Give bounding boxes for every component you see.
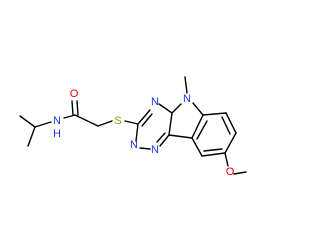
bond-c6-to-c7 bbox=[225, 112, 237, 134]
bond-n5-to-methyl bbox=[184, 76, 188, 94]
atom-label-n-triazine-bottom: N bbox=[151, 144, 159, 156]
bond-c3-to-n4 bbox=[137, 109, 151, 125]
bond-c5a-to-c9a bbox=[191, 114, 204, 139]
bond-c4a-to-c9b bbox=[168, 112, 173, 136]
bond-isopropyl-to-nitrogen bbox=[34, 121, 52, 128]
bond-c3-to-n4-double bbox=[141, 113, 153, 127]
bond-sulfur-to-triazine bbox=[124, 120, 139, 125]
bonds bbox=[19, 76, 247, 175]
bond-carbonyl-to-methylene bbox=[74, 114, 99, 127]
atom-label-o-carbonyl: O bbox=[70, 88, 79, 100]
bond-c8-to-c9 bbox=[201, 152, 226, 157]
bond-c9-to-c9a bbox=[191, 137, 203, 157]
bond-carbonyl-double-1 bbox=[71, 100, 74, 116]
bond-isopropyl-methyl-bottom bbox=[27, 126, 36, 147]
bond-c6-to-c7-double bbox=[221, 116, 231, 135]
atom-label-n-amide: N bbox=[53, 115, 61, 127]
bond-n1-to-n2 bbox=[139, 147, 151, 150]
bond-c8-to-c9-double bbox=[203, 148, 223, 152]
bond-n4-to-c4a bbox=[158, 103, 173, 114]
atom-label-n-triazine-left: N bbox=[130, 139, 138, 151]
bond-c5a-to-c9a-inner bbox=[196, 120, 208, 140]
bond-c9b-to-n1 bbox=[159, 134, 170, 147]
bond-methoxy-oxygen-to-methyl bbox=[233, 171, 247, 175]
bond-c5a-to-c6 bbox=[202, 112, 227, 116]
bond-methylene-to-sulfur bbox=[97, 120, 113, 127]
atom-label-n-triazine-top: N bbox=[151, 96, 159, 108]
bond-c4a-to-n5 bbox=[171, 103, 182, 114]
atom-label-h-amide: H bbox=[53, 128, 61, 140]
atom-label-o-methoxy: O bbox=[226, 166, 235, 178]
bond-c7-to-c8 bbox=[224, 132, 237, 154]
bond-n5-to-c5a bbox=[192, 102, 204, 116]
atom-label-n-indole: N bbox=[183, 93, 191, 105]
atom-label-s-thioether: S bbox=[114, 115, 121, 127]
bond-c8-to-methoxy-oxygen bbox=[224, 152, 229, 167]
bond-c9a-to-c9b bbox=[168, 134, 193, 139]
bond-isopropyl-methyl-top bbox=[19, 115, 36, 128]
bond-n2-to-c3 bbox=[135, 123, 139, 142]
atom-labels: O N H S N N N N O bbox=[53, 88, 235, 178]
molecule-structure: O N H S N N N N O bbox=[19, 76, 247, 178]
bond-c9b-to-n1-double bbox=[156, 132, 166, 143]
bond-carbonyl-double-2 bbox=[76, 100, 79, 116]
